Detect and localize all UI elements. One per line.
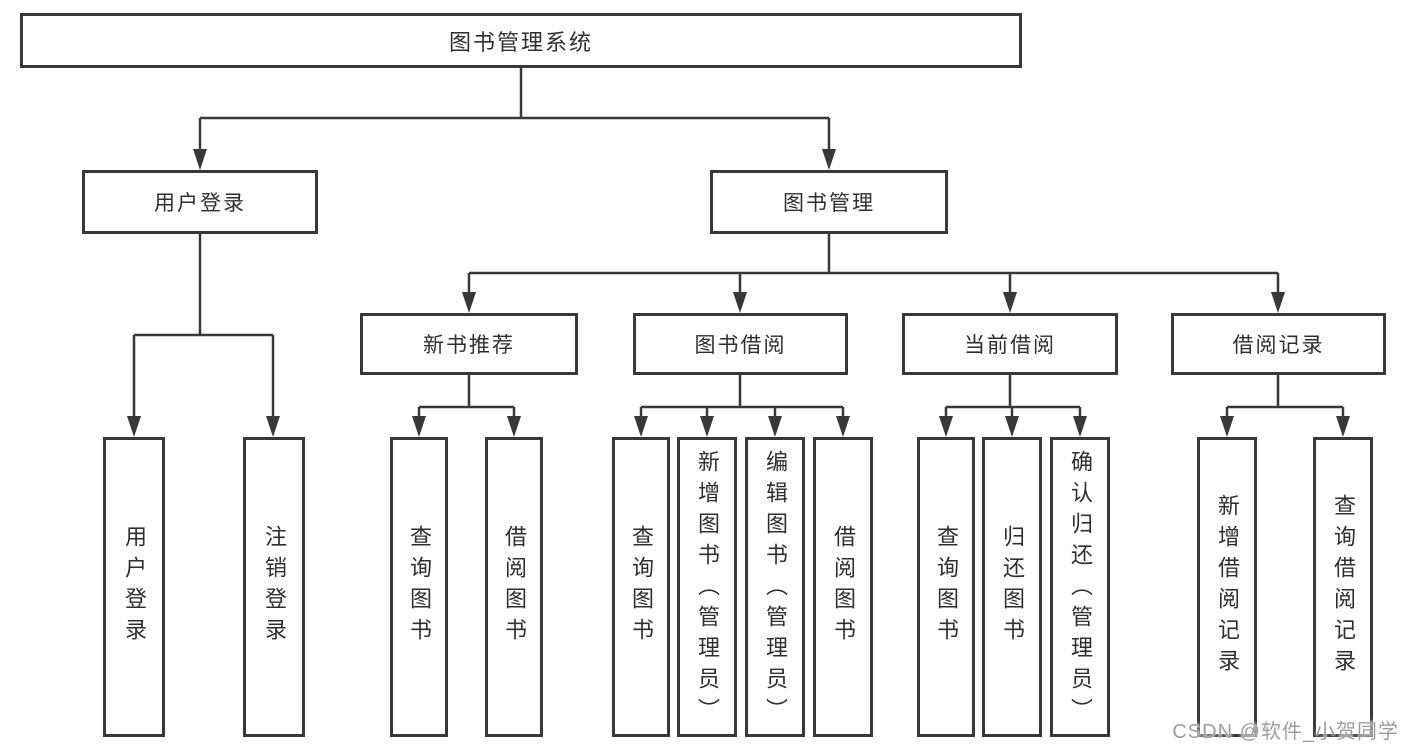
node-new-book-recommendation: 新书推荐 [360,313,578,375]
node-borrowing-records: 借阅记录 [1171,313,1386,375]
leaf-add-books-admin: 新增图书（管理员） [677,437,737,737]
leaf-confirm-return-admin: 确认归还（管理员） [1050,437,1110,737]
node-current-borrowing: 当前借阅 [902,313,1118,375]
leaf-query-borrow-record: 查询借阅记录 [1313,437,1373,737]
leaf-logout: 注销登录 [243,437,305,737]
leaf-borrow-books-recommend: 借阅图书 [485,437,543,737]
connector-newbook-to-leaves [417,375,516,419]
watermark: CSDN @软件_小贺同学 [1172,721,1399,743]
node-user-login-branch: 用户登录 [82,170,318,234]
leaf-user-login: 用户登录 [103,437,165,737]
connector-userlogin-to-leaves [132,234,275,419]
connector-root-to-level2 [198,68,831,152]
leaf-query-books-current: 查询图书 [917,437,975,737]
node-root-system: 图书管理系统 [20,13,1022,68]
connector-bookmgmt-to-level3 [467,234,1280,295]
leaf-query-books-borrowing: 查询图书 [612,437,670,737]
leaf-query-books-recommend: 查询图书 [390,437,448,737]
connector-records-to-leaves [1225,375,1345,419]
node-book-borrowing: 图书借阅 [633,313,848,375]
leaf-add-borrow-record: 新增借阅记录 [1197,437,1257,737]
leaf-return-books: 归还图书 [982,437,1042,737]
node-book-management-branch: 图书管理 [710,170,948,234]
leaf-edit-books-admin: 编辑图书（管理员） [745,437,805,737]
connector-current-to-leaves [944,375,1082,419]
connector-borrow-to-leaves [639,375,845,419]
leaf-borrow-books-borrowing: 借阅图书 [813,437,873,737]
